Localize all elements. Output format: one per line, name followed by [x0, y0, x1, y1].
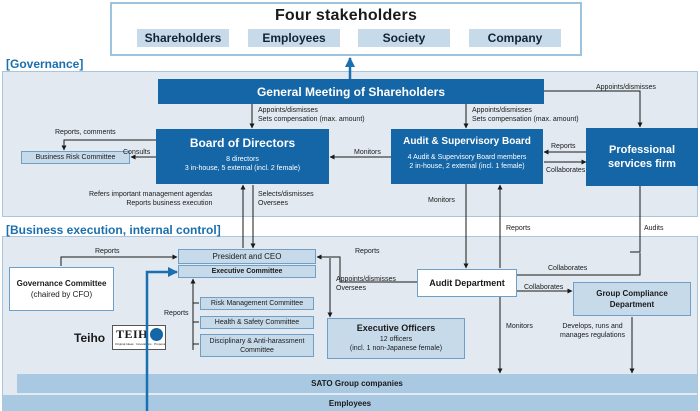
audit-board-line2: 2 in-house, 2 external (incl. 1 female): [409, 163, 525, 170]
label-develops: Develops, runs and manages regulations: [560, 322, 625, 340]
board-line1: 8 directors: [226, 156, 259, 163]
label-reports-prof: Reports: [551, 143, 576, 150]
audit-board-box: Audit & Supervisory Board 4 Audit & Supe…: [391, 129, 543, 184]
label-gm-prof: Appoints/dismisses: [596, 84, 656, 91]
label-refers-line2: Reports business execution: [126, 200, 213, 207]
employees-teiho-arrow: [145, 267, 178, 411]
group-compliance-line2: Department: [609, 300, 655, 309]
health-safety-committee-box: Health & Safety Committee: [200, 316, 314, 329]
business-label: [Business execution, internal control]: [6, 223, 221, 237]
label-consults: Consults: [123, 149, 151, 156]
executive-officers-box: Executive Officers 12 officers (incl. 1 …: [327, 318, 465, 359]
disciplinary-line1: Disciplinary & Anti-harassment: [209, 337, 305, 345]
governance-label: [Governance]: [6, 57, 84, 71]
label-develops-line2: manages regulations: [560, 332, 625, 339]
teiho-logo-o-icon: [150, 328, 163, 341]
board-title: Board of Directors: [189, 136, 296, 150]
business-risk-committee-box: Business Risk Committee: [21, 151, 130, 164]
label-audits: Audits: [644, 225, 664, 232]
disciplinary-line2: Committee: [240, 346, 274, 354]
label-gm-audit: Appoints/dismisses Sets compensation (ma…: [472, 106, 579, 124]
governance-committee-box: Governance Committee (chaired by CFO): [9, 267, 114, 311]
employees-bar: Employees: [2, 395, 698, 411]
label-reports-comments: Reports, comments: [55, 129, 116, 136]
label-collaborates-prof: Collaborates: [546, 167, 586, 174]
professional-line1: Professional: [608, 144, 676, 156]
board-line2: 3 in-house, 5 external (incl. 2 female): [184, 165, 301, 172]
label-gm-board: Appoints/dismisses Sets compensation (ma…: [258, 106, 365, 124]
label-appoints-officers: Appoints/dismisses Oversees: [336, 275, 396, 293]
stakeholders-title: Four stakeholders: [274, 7, 418, 24]
group-compliance-box: Group Compliance Department: [573, 282, 691, 316]
label-gm-board-line1: Appoints/dismisses: [258, 107, 318, 114]
label-collaborates-compliance: Collaborates: [524, 284, 564, 291]
professional-line2: services firm: [608, 158, 676, 170]
stakeholder-company: Company: [469, 29, 561, 47]
label-gm-audit-line2: Sets compensation (max. amount): [472, 116, 579, 123]
audit-department-box: Audit Department: [417, 269, 517, 297]
teiho-logo: TEIH Original Ideas · Innovations · Prop…: [112, 325, 166, 350]
sato-group-bar: SATO Group companies: [17, 374, 697, 393]
executive-officers-line2: (incl. 1 non-Japanese female): [349, 345, 443, 352]
label-gm-audit-line1: Appoints/dismisses: [472, 107, 532, 114]
governance-committee-title: Governance Committee: [16, 279, 107, 288]
stakeholder-employees: Employees: [248, 29, 340, 47]
label-monitors-auditdept: Monitors: [506, 323, 533, 330]
president-box: President and CEO: [178, 249, 316, 264]
risk-management-committee-box: Risk Management Committee: [200, 297, 314, 310]
label-monitors-board: Monitors: [354, 149, 381, 156]
label-monitors-audit: Monitors: [428, 197, 455, 204]
label-refers: Refers important management agendas Repo…: [89, 190, 212, 208]
label-reports-auditdept-pres: Reports: [355, 248, 380, 255]
board-of-directors-box: Board of Directors 8 directors 3 in-hous…: [156, 129, 329, 184]
label-collaborates-auditdept: Collaborates: [548, 265, 588, 272]
label-gm-board-line2: Sets compensation (max. amount): [258, 116, 365, 123]
governance-committee-chair: (chaired by CFO): [30, 290, 93, 299]
label-selects-line1: Selects/dismisses: [258, 191, 314, 198]
label-reports-gov: Reports: [95, 248, 120, 255]
label-develops-line1: Develops, runs and: [562, 323, 623, 330]
label-appoints-officers-line2: Oversees: [336, 285, 366, 292]
label-reports-auditdept-audit: Reports: [506, 225, 531, 232]
professional-services-box: Professional services firm: [586, 128, 698, 186]
executive-officers-line1: 12 officers: [379, 336, 413, 343]
stakeholder-society: Society: [358, 29, 450, 47]
teiho-logo-tagline: Original Ideas · Innovations · Proposals: [115, 342, 165, 346]
label-refers-line1: Refers important management agendas: [89, 191, 213, 198]
disciplinary-committee-box: Disciplinary & Anti-harassment Committee: [200, 334, 314, 357]
label-reports-committees: Reports: [164, 310, 189, 317]
group-compliance-line1: Group Compliance: [596, 289, 668, 298]
label-selects-line2: Oversees: [258, 200, 288, 207]
stakeholder-shareholders: Shareholders: [137, 29, 229, 47]
general-meeting-box: General Meeting of Shareholders: [158, 79, 544, 104]
executive-officers-title: Executive Officers: [356, 323, 436, 333]
executive-committee-box: Executive Committee: [178, 265, 316, 278]
audit-board-title: Audit & Supervisory Board: [403, 136, 531, 147]
label-appoints-officers-line1: Appoints/dismisses: [336, 276, 396, 283]
teiho-logo-word: TEIH: [116, 327, 149, 341]
teiho-label: Teiho: [74, 331, 106, 345]
label-selects: Selects/dismisses Oversees: [258, 190, 314, 208]
audit-board-line1: 4 Audit & Supervisory Board members: [407, 154, 527, 161]
